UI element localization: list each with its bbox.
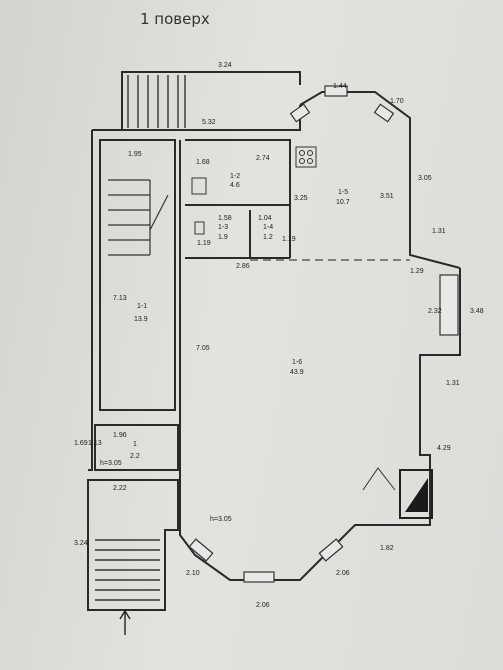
dim-bay-top: 1.44 bbox=[333, 83, 347, 90]
dim-upper-wall: 5.32 bbox=[202, 119, 216, 126]
dim-room14-w: 1.04 bbox=[258, 215, 272, 222]
dim-room14-h: 1.19 bbox=[282, 236, 296, 243]
room-1-4-id: 1-4 bbox=[263, 224, 273, 231]
room-1-1-area: 13.9 bbox=[134, 316, 148, 323]
room-1-5-area: 10.7 bbox=[336, 199, 350, 206]
dim-bay-right: 1.70 bbox=[390, 98, 404, 105]
room-1-6-id: 1-6 bbox=[292, 359, 302, 366]
porch-stairs bbox=[95, 539, 160, 601]
dim-top-stairs: 3.24 bbox=[218, 62, 232, 69]
windows bbox=[188, 85, 459, 583]
dim-right-outer: 3.05 bbox=[418, 175, 432, 182]
room-1-id: 1 bbox=[133, 441, 137, 448]
porch-walls bbox=[87, 479, 179, 611]
dim-room15-p: 3.25 bbox=[294, 195, 308, 202]
dim-bottom-right: 1.82 bbox=[380, 545, 394, 552]
lower-bay-wall bbox=[179, 470, 395, 581]
room-1-area: 2.2 bbox=[130, 453, 140, 460]
room-1-2-area: 4.6 bbox=[230, 182, 240, 189]
fireplace bbox=[362, 467, 433, 519]
dim-vestibule-h: 1.13 bbox=[88, 440, 102, 447]
dim-room12-h: 1.68 bbox=[196, 159, 210, 166]
vestibule-height: h=3.05 bbox=[100, 460, 122, 467]
top-stairs bbox=[127, 75, 186, 128]
right-wall bbox=[395, 268, 461, 526]
kitchen-partition bbox=[185, 139, 291, 258]
top-stair-walls bbox=[121, 71, 301, 130]
dim-room11-h: 7.13 bbox=[113, 295, 127, 302]
dim-hall-h: 7.05 bbox=[196, 345, 210, 352]
dim-bottom-middle: 2.06 bbox=[256, 602, 270, 609]
inner-stairs bbox=[108, 179, 169, 256]
dim-room13-w: 1.58 bbox=[218, 215, 232, 222]
dim-porch-w: 2.22 bbox=[113, 485, 127, 492]
dim-right-step: 1.31 bbox=[432, 228, 446, 235]
dim-bottom-diag-left: 2.10 bbox=[186, 570, 200, 577]
dim-window-bay: 1.29 bbox=[410, 268, 424, 275]
room-1-6-area: 43.9 bbox=[290, 369, 304, 376]
bay-wall bbox=[299, 91, 461, 269]
dim-left-outer: 1.69 bbox=[74, 440, 88, 447]
dim-room13-h: 1.19 bbox=[197, 240, 211, 247]
vestibule-walls bbox=[94, 424, 179, 471]
entrance-arrow bbox=[119, 609, 131, 635]
dim-window-inner: 2.32 bbox=[428, 308, 442, 315]
dim-kitchen-bottom: 2.86 bbox=[236, 263, 250, 270]
room-1-1-id: 1-1 bbox=[137, 303, 147, 310]
floor-title: 1 поверх bbox=[140, 10, 210, 28]
hall-height: h=3.05 bbox=[210, 516, 232, 523]
dim-room15-h: 3.51 bbox=[380, 193, 394, 200]
dim-bottom-diag-right: 2.06 bbox=[336, 570, 350, 577]
stair-room-walls bbox=[99, 139, 176, 411]
left-outer-wall bbox=[88, 130, 93, 471]
dim-vestibule-w: 1.96 bbox=[113, 432, 127, 439]
room-1-3-id: 1-3 bbox=[218, 224, 228, 231]
room-1-5-id: 1-5 bbox=[338, 189, 348, 196]
room-1-3-area: 1.9 bbox=[218, 234, 228, 241]
room-1-2-id: 1-2 bbox=[230, 173, 240, 180]
room-1-4-area: 1.2 bbox=[263, 234, 273, 241]
upper-connecting-wall bbox=[92, 105, 301, 131]
dim-lower-right-wall: 4.29 bbox=[437, 445, 451, 452]
dim-room12-w: 2.74 bbox=[256, 155, 270, 162]
dim-lower-right-step: 1.31 bbox=[446, 380, 460, 387]
dim-porch-h: 3.24 bbox=[74, 540, 88, 547]
dim-stair-room: 1.95 bbox=[128, 151, 142, 158]
kitchen-fixtures bbox=[191, 146, 317, 235]
dim-window-outer: 3.48 bbox=[470, 308, 484, 315]
